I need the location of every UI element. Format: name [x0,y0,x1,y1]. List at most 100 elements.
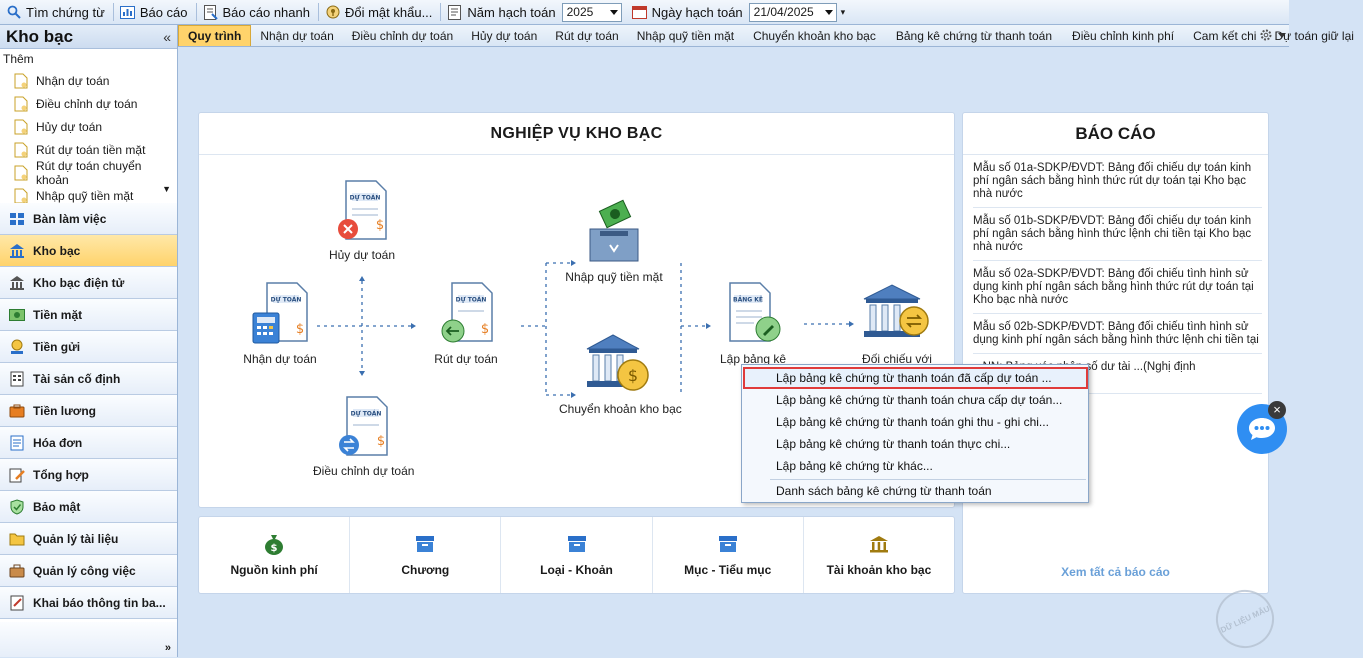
category-tai-khoan-kho-bac[interactable]: Tài khoản kho bạc [804,517,954,593]
nav-tai-san-co-dinh[interactable]: Tài sản cố định [0,363,177,395]
nav-hoa-don[interactable]: Hóa đơn [0,427,177,459]
declaration-icon [8,594,26,612]
menu-item-chung-tu-khac[interactable]: Lập bảng kê chứng từ khác... [776,459,933,473]
tab-quy-trinh[interactable]: Quy trình [178,25,252,46]
category-bar: $ Nguồn kinh phí Chương Loại - Khoản Mục… [198,516,955,594]
chevron-down-icon [609,9,618,15]
document-icon [14,188,28,203]
search-document-label: Tìm chứng từ [26,4,105,20]
menu-item-thuc-chi[interactable]: Lập bảng kê chứng từ thanh toán thực chi… [776,437,1011,451]
document-icon [14,119,28,134]
tab-cam-ket-chi[interactable]: Cam kết chi [1193,28,1257,43]
tabs-overflow-icon[interactable] [1278,33,1286,38]
tab-du-toan-giu-lai[interactable]: Dự toán giữ lại [1274,28,1354,43]
fiscal-year-select[interactable]: 2025 [561,2,622,22]
tab-nhap-quy-tien-mat[interactable]: Nhập quỹ tiền mặt [636,28,735,43]
nav-kho-bac-dien-tu[interactable]: Kho bạc điện tử [0,267,177,299]
tab-rut-du-toan[interactable]: Rút dự toán [555,28,619,43]
document-icon [14,96,28,111]
tab-nhan-du-toan[interactable]: Nhận dự toán [260,28,334,43]
category-loai-khoan[interactable]: Loại - Khoản [501,517,653,593]
node-lap-bang-ke[interactable]: BẢNG KÊ Lập bảng kê [715,281,791,366]
node-chuyen-khoan-kho-bac[interactable]: $ Chuyển khoản kho bạc [559,331,682,416]
nav-kho-bac[interactable]: Kho bạc [0,235,177,267]
fiscal-year-value: 2025 [566,5,594,19]
add-item-rut-du-toan-chuyen-khoan[interactable]: Rút dự toán chuyển khoản [0,158,177,187]
doc-badge: DỰ TOÁN [456,297,487,304]
key-icon [325,4,341,20]
nav-ban-lam-viec[interactable]: Bàn làm việc [0,203,177,235]
search-document-button[interactable]: Tìm chứng từ [2,1,111,23]
report-title: BÁO CÁO [963,113,1268,155]
nav-label: Hóa đơn [33,435,83,450]
fixed-asset-icon [8,370,26,388]
add-item-nhap-quy-tien-mat[interactable]: Nhập quỹ tiền mặt [0,184,177,207]
node-doi-chieu[interactable]: Đối chiếu với [859,281,935,366]
report-item[interactable]: Mẫu số 02a-SDKP/ĐVDT: Bảng đối chiếu tìn… [973,261,1262,314]
node-dieu-chinh-du-toan[interactable]: DỰ TOÁN $ Điều chỉnh dự toán [313,395,414,478]
gear-icon[interactable] [1259,28,1273,45]
menu-item-danh-sach-bang-ke[interactable]: Danh sách bảng kê chứng từ thanh toán [776,484,992,498]
node-nhap-quy-tien-mat[interactable]: Nhập quỹ tiền mặt [559,199,669,284]
node-label: Nhập quỹ tiền mặt [565,270,663,284]
treasury-transfer-icon: $ [586,334,649,391]
document-icon [14,142,28,157]
posting-date-select[interactable]: 21/04/2025 [748,2,837,22]
tab-chuyen-khoan-kho-bac[interactable]: Chuyển khoản kho bạc [753,28,876,43]
sidebar-title: Kho bạc [6,26,74,46]
tab-dieu-chinh-du-toan[interactable]: Điều chỉnh dự toán [351,28,454,43]
add-item-nhan-du-toan[interactable]: Nhận dự toán [0,69,177,92]
nav-tong-hop[interactable]: Tổng hợp [0,459,177,491]
sidebar-nav: Bàn làm việc Kho bạc Kho bạc điện tử Tiề… [0,203,177,619]
nav-label: Quản lý tài liệu [33,531,119,546]
nav-label: Tiền mặt [33,307,83,322]
nav-label: Kho bạc [33,243,81,258]
report-item[interactable]: Mẫu số 01a-SDKP/ĐVDT: Bảng đối chiếu dự … [973,155,1262,208]
add-item-rut-du-toan-tien-mat[interactable]: Rút dự toán tiền mặt [0,138,177,161]
nav-tien-luong[interactable]: Tiền lương [0,395,177,427]
bank-icon [868,533,890,555]
nav-label: Quản lý công việc [33,563,136,578]
node-nhan-du-toan[interactable]: DỰ TOÁN $ Nhận dự toán [235,281,325,366]
tab-huy-du-toan[interactable]: Hủy dự toán [471,28,538,43]
node-rut-du-toan[interactable]: DỰ TOÁN $ Rút dự toán [431,281,501,366]
svg-text:$: $ [481,322,489,337]
chat-close-button[interactable]: × [1268,401,1286,419]
report-item[interactable]: Mẫu số 01b-SDKP/ĐVDT: Bảng đối chiếu dự … [973,208,1262,261]
sidebar-collapse-button[interactable]: « [163,28,171,45]
nav-quan-ly-cong-viec[interactable]: Quản lý công việc [0,555,177,587]
menu-item-ghi-thu-ghi-chi[interactable]: Lập bảng kê chứng từ thanh toán ghi thu … [776,415,1049,429]
posting-date-label: Ngày hạch toán [651,4,743,20]
report-item[interactable]: Mẫu số 02b-SDKP/ĐVDT: Bảng đối chiếu tìn… [973,314,1262,354]
briefcase-icon [8,562,26,580]
nav-quan-ly-tai-lieu[interactable]: Quản lý tài liệu [0,523,177,555]
treasury-icon [8,242,26,260]
menu-item-da-cap-du-toan[interactable]: Lập bảng kê chứng từ thanh toán đã cấp d… [776,371,1052,385]
toolbar-overflow-icon[interactable]: ▾ [840,6,846,17]
report-panel: BÁO CÁO Mẫu số 01a-SDKP/ĐVDT: Bảng đối c… [962,112,1269,594]
nav-tien-gui[interactable]: Tiền gửi [0,331,177,363]
nav-bao-mat[interactable]: Bảo mật [0,491,177,523]
menu-item-chua-cap-du-toan[interactable]: Lập bảng kê chứng từ thanh toán chưa cấp… [776,393,1063,407]
category-chuong[interactable]: Chương [350,517,502,593]
nav-tien-mat[interactable]: Tiền mặt [0,299,177,331]
node-huy-du-toan[interactable]: DỰ TOÁN $ Hủy dự toán [327,179,397,262]
report-button[interactable]: Báo cáo [116,1,194,23]
nav-label: Bàn làm việc [33,211,107,226]
tab-bang-ke-chung-tu[interactable]: Bảng kê chứng từ thanh toán [895,28,1053,43]
summary-icon [8,466,26,484]
change-password-button[interactable]: Đổi mật khẩu... [321,1,438,23]
add-item-dieu-chinh-du-toan[interactable]: Điều chỉnh dự toán [0,92,177,115]
nav-khai-bao-thong-tin[interactable]: Khai báo thông tin ba... [0,587,177,619]
add-list-scroll-down-icon[interactable]: ▼ [162,184,171,194]
view-all-reports-link[interactable]: Xem tất cả báo cáo [1061,565,1170,579]
node-label: Lập bảng kê [719,352,787,366]
tab-dieu-chinh-kinh-phi[interactable]: Điều chỉnh kinh phí [1072,28,1175,43]
quick-report-button[interactable]: Báo cáo nhanh [199,1,316,23]
category-nguon-kinh-phi[interactable]: $ Nguồn kinh phí [199,517,351,593]
category-muc-tieu-muc[interactable]: Mục - Tiểu mục [653,517,804,593]
sidebar-expand-button[interactable]: » [164,642,171,654]
add-item-huy-du-toan[interactable]: Hủy dự toán [0,115,177,138]
add-item-label: Rút dự toán chuyển khoản [36,158,142,187]
svg-text:$: $ [628,366,638,385]
